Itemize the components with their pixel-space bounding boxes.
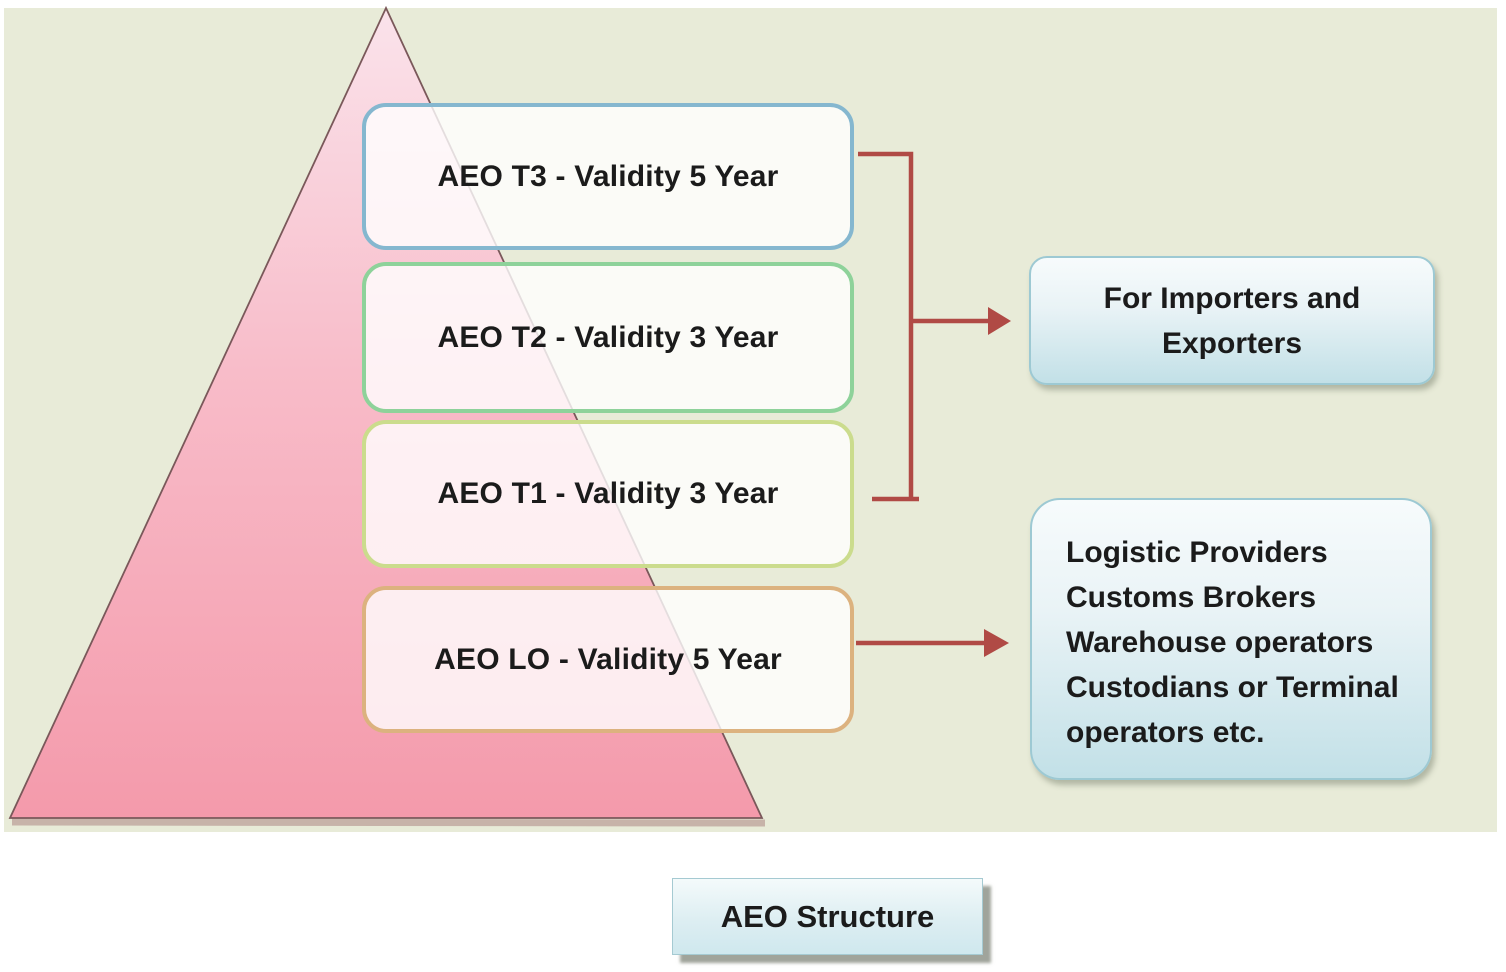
tier-label-aeo-t1: AEO T1 - Validity 3 Year bbox=[437, 477, 779, 510]
importers-box-line-2: Exporters bbox=[1161, 326, 1303, 360]
logistics-box-line-2: Customs Brokers bbox=[1066, 581, 1317, 614]
logistics-box-line-5: operators etc. bbox=[1066, 716, 1265, 749]
logistics-box: Logistic Providers Customs Brokers Wareh… bbox=[1030, 498, 1432, 780]
tier-box-aeo-lo: AEO LO - Validity 5 Year bbox=[362, 586, 854, 733]
tier-box-aeo-t2: AEO T2 - Validity 3 Year bbox=[362, 262, 854, 413]
logistics-box-line-3: Warehouse operators bbox=[1066, 626, 1374, 659]
importers-exporters-box: For Importers and Exporters bbox=[1029, 256, 1435, 385]
tier-label-aeo-t2: AEO T2 - Validity 3 Year bbox=[437, 320, 779, 354]
aeo-structure-title-label: AEO Structure bbox=[720, 898, 935, 934]
logistics-box-line-1: Logistic Providers bbox=[1066, 536, 1328, 569]
tier-label-aeo-lo: AEO LO - Validity 5 Year bbox=[434, 642, 782, 676]
importers-box-line-1: For Importers and bbox=[1103, 281, 1361, 315]
tier-label-aeo-t3: AEO T3 - Validity 5 Year bbox=[437, 159, 779, 193]
tier-box-aeo-t1: AEO T1 - Validity 3 Year bbox=[362, 420, 854, 568]
logistics-box-line-4: Custodians or Terminal bbox=[1066, 671, 1399, 704]
tier-box-aeo-t3: AEO T3 - Validity 5 Year bbox=[362, 103, 854, 250]
aeo-structure-title-box: AEO Structure bbox=[672, 878, 983, 955]
